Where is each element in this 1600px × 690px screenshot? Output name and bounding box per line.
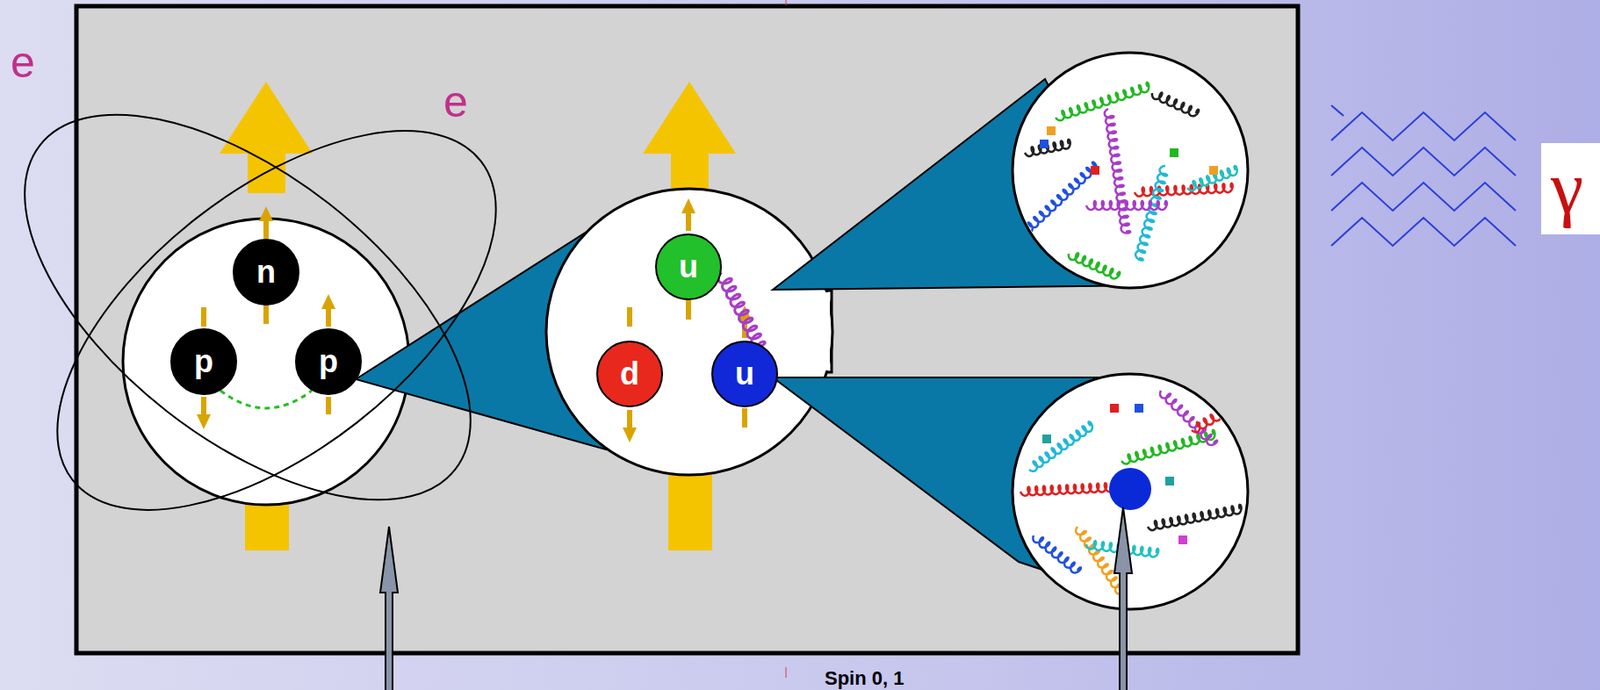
- particle-circle: d: [596, 340, 664, 408]
- gluon-coil: [1160, 390, 1218, 446]
- quark-dot: [1109, 403, 1119, 413]
- note-text: Spin 0, 1: [824, 669, 904, 689]
- quark-dot: [1039, 139, 1049, 149]
- gluon-coil: [1147, 504, 1242, 531]
- gluon-coil: [1086, 201, 1168, 210]
- quark-dot: [1134, 403, 1144, 413]
- spin-arrow: [642, 81, 736, 194]
- gluon-coil: [1055, 82, 1149, 121]
- spin-arrow: [196, 198, 752, 443]
- gluon-coil: [1104, 108, 1131, 234]
- gluon-coil: [1191, 399, 1242, 433]
- quark-dot: [1209, 165, 1219, 175]
- gluon-zoom: [1012, 52, 1248, 289]
- gluon-coil: [1029, 421, 1093, 471]
- quark-dot: [1090, 165, 1100, 175]
- panel: [76, 6, 1298, 654]
- quark-dot: [1165, 476, 1175, 486]
- gluon-coil: [1024, 162, 1097, 234]
- pointer-arrow: [380, 507, 1132, 690]
- particle-label: n: [256, 256, 276, 289]
- pion-exchange: [220, 390, 312, 409]
- spin-arrow: [219, 81, 313, 194]
- particle-circle: u: [655, 233, 722, 301]
- particle-circle: u: [711, 340, 779, 408]
- photon-wave: [1331, 105, 1516, 246]
- gluon-coil: [1134, 183, 1233, 197]
- particle-circle: p: [295, 328, 362, 396]
- quark-dot: [1169, 148, 1179, 158]
- electron-orbit: [0, 41, 562, 583]
- gluon-coil: [1152, 93, 1199, 117]
- particle-circle: p: [170, 328, 238, 396]
- electron-label: e: [10, 40, 36, 85]
- proton: [546, 188, 833, 476]
- quark-dot: [1178, 535, 1188, 545]
- photon-box: [1541, 143, 1600, 235]
- particle-circle: n: [232, 238, 300, 306]
- gluon-coil: [1032, 535, 1082, 573]
- particle-label: p: [194, 345, 214, 378]
- gluon-coil: [1020, 482, 1115, 497]
- gluon-coil: [1068, 252, 1120, 279]
- particle-label: d: [619, 358, 640, 390]
- quark-dot: [1046, 126, 1056, 136]
- photon-symbol: γ: [1550, 151, 1584, 225]
- electron-label: e: [443, 79, 469, 124]
- gluon-coil: [1187, 165, 1238, 191]
- particle-label: u: [678, 251, 699, 283]
- gluon-coil: [1135, 165, 1168, 261]
- quark-core: [1109, 468, 1152, 511]
- particle-label: u: [735, 358, 755, 390]
- nucleus: [122, 218, 410, 505]
- spin-arrow: [668, 474, 713, 551]
- gluon-coil: [1024, 139, 1071, 157]
- particle-label: p: [318, 345, 339, 378]
- quark-dot: [1042, 434, 1052, 444]
- gluon-coil: [718, 273, 765, 347]
